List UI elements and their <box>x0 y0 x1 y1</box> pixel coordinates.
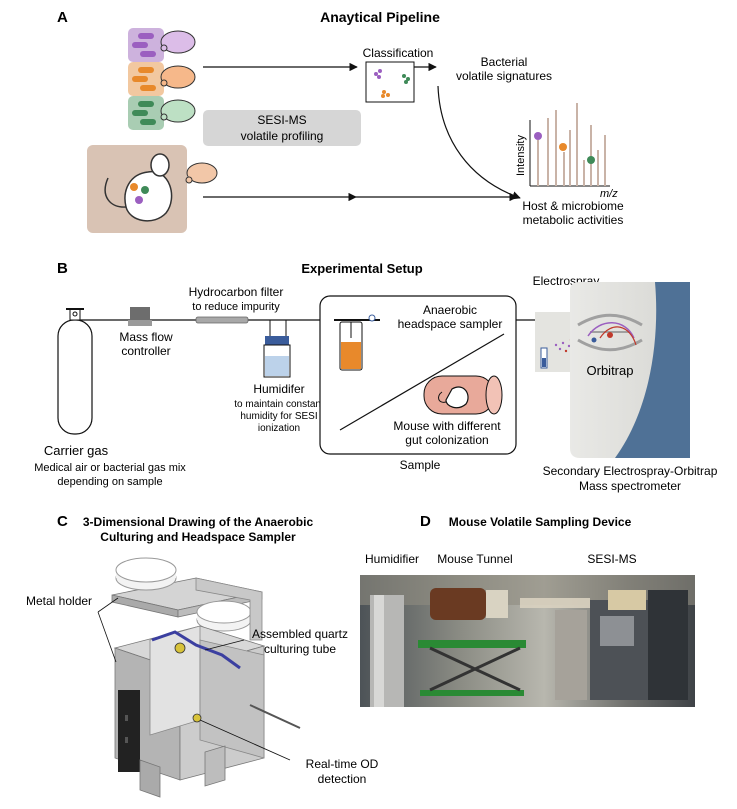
humidifier-label-3: ionization <box>258 423 300 434</box>
sesi-label-1: SESI-MS <box>257 113 306 127</box>
metal-holder-leader-1 <box>97 597 119 613</box>
panel-c-title-1: 3-Dimensional Drawing of the Anaerobic <box>83 515 314 529</box>
panel-a: A Anaytical Pipeline <box>57 9 624 233</box>
sampler-3d-drawing <box>111 557 301 798</box>
humidifier-label: Humidifer <box>253 382 304 396</box>
ms-label-1: Secondary Electrospray-Orbitrap <box>543 464 718 478</box>
hc-filter-label-2: to reduce impurity <box>192 301 280 313</box>
sesi-box <box>203 110 361 146</box>
sample-label: Sample <box>400 458 441 472</box>
mouse-tunnel-icon <box>423 375 503 415</box>
signatures-label-1: Bacterial <box>481 55 528 69</box>
sample-divider <box>339 333 505 431</box>
mass-flow-label-2: controller <box>121 344 170 358</box>
bacteria-orange <box>128 62 196 96</box>
mouse-tunnel-photo-label: Mouse Tunnel <box>437 552 512 566</box>
gas-cylinder <box>57 308 93 435</box>
panel-d: D Mouse Volatile Sampling Device Humidif… <box>360 513 695 707</box>
panel-d-title: Mouse Volatile Sampling Device <box>449 515 632 529</box>
host-label-1: Host & microbiome <box>522 199 624 213</box>
panel-c-title-2: Culturing and Headspace Sampler <box>100 530 296 544</box>
humidifier-label-1: to maintain constant <box>234 399 324 410</box>
panel-b-letter: B <box>57 260 68 277</box>
humidifier <box>263 320 291 378</box>
orbitrap-label: Orbitrap <box>587 363 634 378</box>
mass-flow-controller <box>128 307 152 326</box>
hc-filter-label-1: Hydrocarbon filter <box>189 285 284 299</box>
sesi-ms-photo-label: SESI-MS <box>587 552 636 566</box>
spectrum-x-label: m/z <box>600 188 618 200</box>
classification-clusters <box>374 69 410 98</box>
od-label-2: detection <box>318 772 367 786</box>
ms-label-2: Mass spectrometer <box>579 479 681 493</box>
metal-holder-leader-2 <box>97 611 117 663</box>
panel-b-title: Experimental Setup <box>301 261 422 276</box>
panel-b: B Experimental Setup Carrier gas Medical… <box>34 260 718 493</box>
panel-d-letter: D <box>420 513 431 530</box>
od-leader <box>199 719 291 761</box>
carrier-label-2: depending on sample <box>57 476 162 488</box>
curved-arrow <box>437 85 521 200</box>
quartz-leader <box>204 639 245 651</box>
mouse-label-1: Mouse with different <box>393 419 501 433</box>
hydrocarbon-filter <box>195 316 249 324</box>
od-label-1: Real-time OD <box>306 757 379 771</box>
headspace-vial <box>334 314 380 371</box>
quartz-label-1: Assembled quartz <box>252 627 348 641</box>
quartz-label-2: culturing tube <box>264 642 336 656</box>
spectrum <box>529 103 610 187</box>
spectrum-y-label: Intensity <box>515 135 527 176</box>
mouse-box <box>87 145 218 233</box>
sampling-device-photo <box>360 575 695 707</box>
panel-a-letter: A <box>57 9 68 26</box>
panel-c-letter: C <box>57 513 68 530</box>
panel-c: C 3-Dimensional Drawing of the Anaerobic… <box>26 513 379 798</box>
humidifier-photo-label: Humidifier <box>365 552 419 566</box>
metal-holder-label: Metal holder <box>26 594 92 608</box>
spray-particles <box>554 338 573 353</box>
anaerobic-label-2: headspace sampler <box>398 317 503 331</box>
carrier-label-1: Medical air or bacterial gas mix <box>34 462 186 474</box>
classification-label: Classification <box>363 46 434 60</box>
anaerobic-label-1: Anaerobic <box>423 303 477 317</box>
host-label-2: metabolic activities <box>523 213 624 227</box>
sesi-label-2: volatile profiling <box>241 129 324 143</box>
bacteria-green <box>128 96 196 130</box>
electrospray-needle <box>540 347 548 369</box>
mouse-label-2: gut colonization <box>405 433 488 447</box>
panel-a-title: Anaytical Pipeline <box>320 9 440 25</box>
bacteria-purple <box>128 28 196 62</box>
signatures-label-2: volatile signatures <box>456 69 552 83</box>
humidifier-label-2: humidity for SESI <box>240 411 317 422</box>
mass-spectrometer <box>570 282 690 458</box>
carrier-label: Carrier gas <box>44 443 109 458</box>
mass-flow-label-1: Mass flow <box>119 330 173 344</box>
